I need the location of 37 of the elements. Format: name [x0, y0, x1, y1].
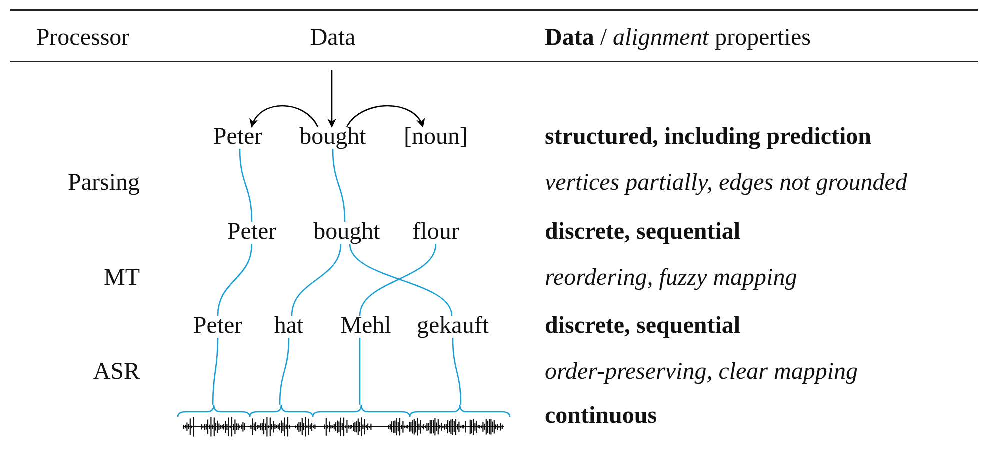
alignment-line	[359, 244, 437, 316]
row-label: MT	[104, 264, 140, 292]
word-label: hat	[272, 312, 306, 340]
property-text: discrete, sequential	[545, 312, 741, 340]
arrow	[328, 70, 336, 128]
property-text: continuous	[545, 402, 658, 430]
alignment-line	[217, 244, 253, 316]
alignment-line	[279, 338, 290, 406]
alignment-line	[359, 338, 361, 405]
property-text: order-preserving, clear mapping	[545, 358, 858, 386]
alignment-line	[291, 244, 342, 316]
word-label: bought	[298, 123, 368, 151]
alignment-line	[349, 244, 453, 316]
word-label: gekauft	[415, 312, 491, 340]
waveform-drawing	[177, 404, 511, 438]
column-header: Data	[310, 24, 356, 52]
column-header: Data / alignment properties	[545, 24, 811, 52]
word-label: [noun]	[402, 123, 470, 151]
arrow	[250, 105, 319, 128]
property-text: structured, including prediction	[545, 123, 872, 151]
property-text: reordering, fuzzy mapping	[545, 264, 798, 292]
word-label: Mehl	[338, 312, 394, 340]
row-label: Parsing	[68, 169, 140, 197]
property-text: discrete, sequential	[545, 218, 741, 246]
row-label: ASR	[93, 358, 140, 386]
alignment-line	[332, 148, 346, 222]
word-label: Peter	[191, 312, 245, 340]
word-label: flour	[410, 218, 462, 246]
arrow	[346, 105, 424, 128]
alignment-line	[452, 338, 462, 406]
column-header: Processor	[36, 24, 130, 52]
word-label: Peter	[211, 123, 265, 151]
alignment-line	[212, 338, 219, 405]
word-label: Peter	[225, 218, 279, 246]
word-label: bought	[312, 218, 382, 246]
alignment-line	[239, 148, 253, 222]
property-text: vertices partially, edges not grounded	[545, 169, 908, 197]
